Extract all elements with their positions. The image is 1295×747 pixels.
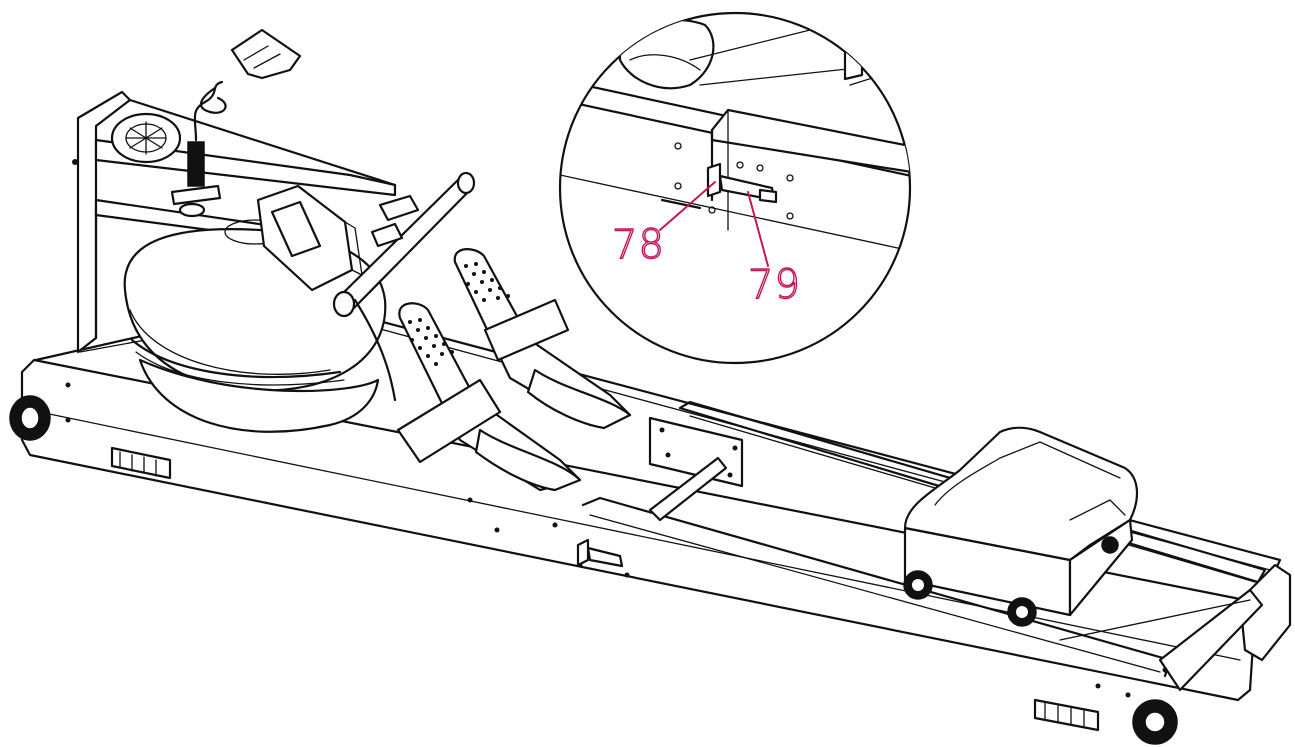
- handle-post: [170, 80, 224, 218]
- rail-latch: [576, 538, 624, 568]
- callout-label-79: 79: [748, 262, 801, 308]
- seat-wheel-rear: [1007, 597, 1037, 627]
- handle-bar-grip: [199, 28, 302, 114]
- callout-78: 78: [611, 181, 716, 269]
- detail-magnifier: [558, 11, 912, 365]
- seat-wheel-far: [1101, 536, 1119, 554]
- seat-wheel-front: [903, 570, 933, 600]
- callout-79: 79: [747, 191, 801, 309]
- rear-wheel: [1132, 699, 1178, 745]
- foot-pedal-right: [453, 248, 632, 430]
- foot-pedal-left: [396, 302, 582, 492]
- front-foot: [110, 446, 172, 480]
- rear-foot: [1033, 698, 1100, 732]
- front-handlebar: [332, 171, 476, 402]
- pedal-grip-dots: [408, 318, 454, 366]
- pulley-wheel: [110, 112, 182, 164]
- callout-label-78: 78: [612, 222, 665, 268]
- front-wheel: [9, 395, 51, 441]
- pedal-grip-dots-right: [464, 262, 510, 302]
- seat: [903, 426, 1138, 617]
- center-bracket: [648, 416, 744, 522]
- monitor: [256, 184, 363, 292]
